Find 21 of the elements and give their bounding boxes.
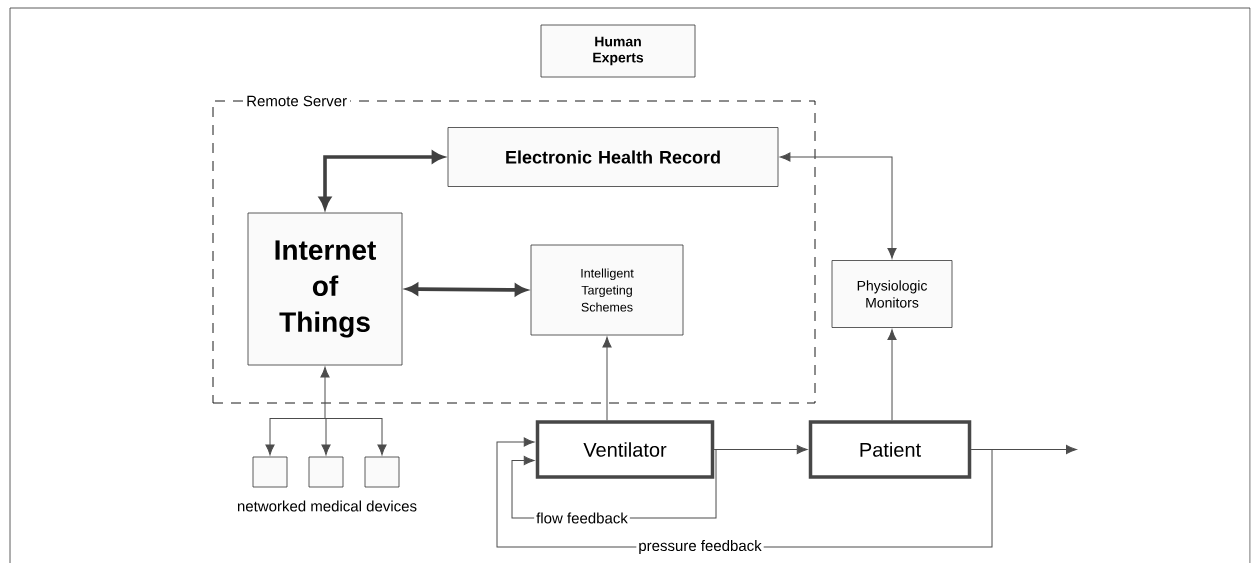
process-box: Ventilator (535, 420, 715, 479)
device-box (308, 456, 344, 488)
arrow (324, 417, 387, 456)
device-box (364, 456, 400, 488)
arrow (321, 417, 331, 456)
process-box: Internet of Things (247, 212, 403, 366)
process-box: Physiologic Monitors (831, 260, 953, 328)
caption-text: networked medical devices (237, 500, 417, 512)
record-box: Electronic Health Record (447, 127, 779, 187)
device-box (252, 456, 288, 488)
edge-label: flow feedback (534, 510, 630, 526)
arrow (265, 417, 326, 456)
arrow (320, 366, 330, 419)
label-box: Human Experts (540, 24, 696, 78)
group-label: Remote Server (243, 92, 351, 110)
process-box: Intelligent Targeting Schemes (530, 244, 684, 336)
arrow (779, 152, 897, 259)
arrow (602, 336, 612, 421)
process-box: Patient (808, 420, 972, 479)
edge-label: pressure feedback (636, 538, 764, 556)
arrow (887, 329, 897, 421)
